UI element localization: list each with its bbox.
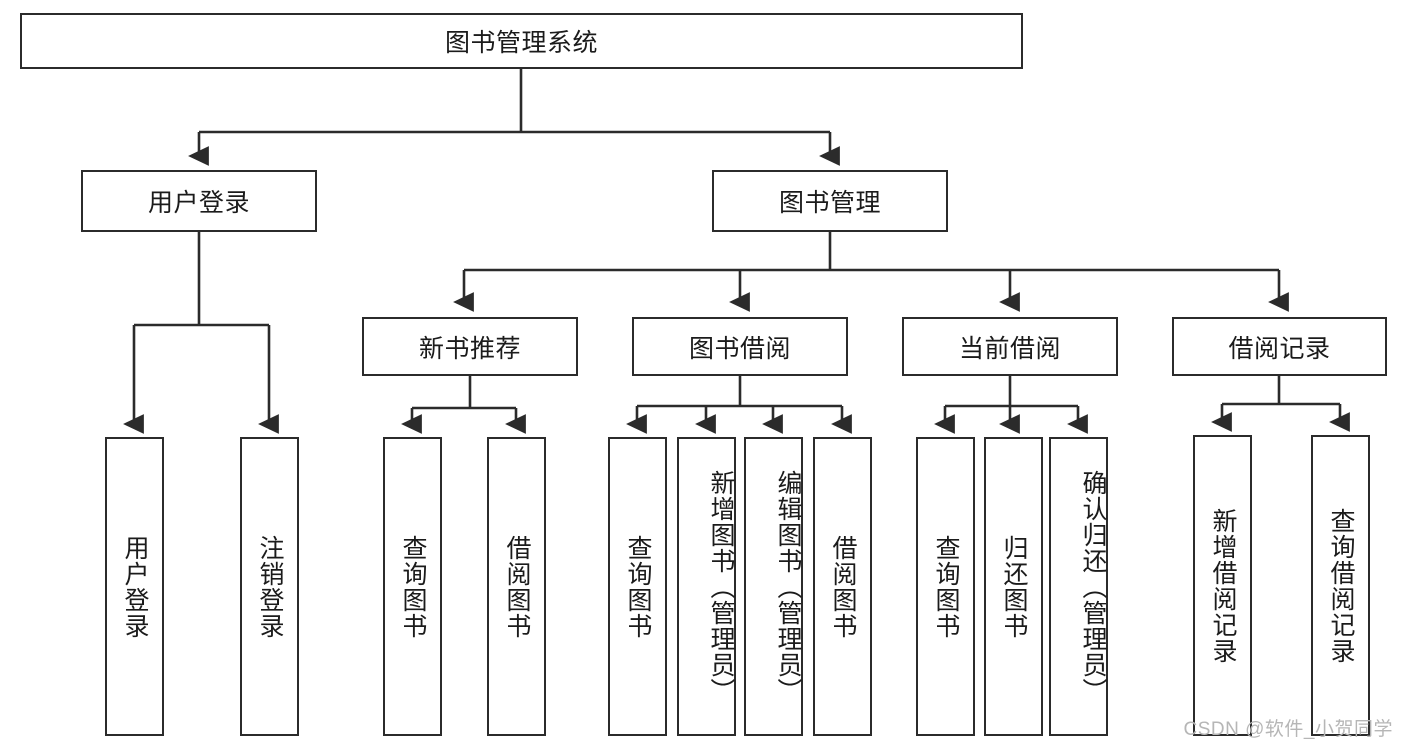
node-borrow-record-label: 借阅记录 [1228,334,1331,363]
node-leaf-borrow-book-2[interactable]: 借阅图书 [813,437,872,736]
node-leaf-query-book-3-label: 查询图书 [932,534,960,639]
node-current-borrow-label: 当前借阅 [958,334,1061,363]
node-leaf-user-login[interactable]: 用户登录 [105,437,164,736]
node-leaf-query-book-1-label: 查询图书 [399,534,427,639]
node-book-management-label: 图书管理 [778,189,881,217]
node-leaf-edit-book-admin-label: 编辑图书（管理员） [774,469,802,704]
node-user-login-label: 用户登录 [147,189,250,217]
node-leaf-query-book-3[interactable]: 查询图书 [916,437,975,736]
node-leaf-confirm-return-admin[interactable]: 确认归还（管理员） [1049,437,1108,736]
node-leaf-query-borrow-record[interactable]: 查询借阅记录 [1311,435,1370,736]
node-leaf-query-book-2[interactable]: 查询图书 [608,437,667,736]
node-leaf-user-login-label: 用户登录 [121,534,149,639]
node-user-login[interactable]: 用户登录 [81,170,317,232]
node-new-book-recommend[interactable]: 新书推荐 [362,317,578,376]
node-leaf-borrow-book-1[interactable]: 借阅图书 [487,437,546,736]
node-borrow-record[interactable]: 借阅记录 [1172,317,1387,376]
node-leaf-edit-book-admin[interactable]: 编辑图书（管理员） [744,437,803,736]
node-leaf-query-book-2-label: 查询图书 [624,534,652,639]
node-book-management[interactable]: 图书管理 [712,170,948,232]
node-leaf-query-borrow-record-label: 查询借阅记录 [1327,507,1355,664]
node-leaf-add-borrow-record-label: 新增借阅记录 [1209,507,1237,664]
node-root-label: 图书管理系统 [444,29,598,57]
node-leaf-return-book[interactable]: 归还图书 [984,437,1043,736]
node-leaf-borrow-book-1-label: 借阅图书 [503,534,531,639]
node-book-borrow[interactable]: 图书借阅 [632,317,848,376]
node-leaf-return-book-label: 归还图书 [1000,534,1028,639]
node-leaf-logout-login-label: 注销登录 [256,534,284,639]
node-book-borrow-label: 图书借阅 [688,334,791,363]
node-leaf-confirm-return-admin-label: 确认归还（管理员） [1079,469,1107,704]
node-current-borrow[interactable]: 当前借阅 [902,317,1118,376]
node-root[interactable]: 图书管理系统 [20,13,1023,69]
node-new-book-recommend-label: 新书推荐 [418,334,521,363]
node-leaf-borrow-book-2-label: 借阅图书 [829,534,857,639]
node-leaf-logout-login[interactable]: 注销登录 [240,437,299,736]
node-leaf-add-book-admin[interactable]: 新增图书（管理员） [677,437,736,736]
node-leaf-add-borrow-record[interactable]: 新增借阅记录 [1193,435,1252,736]
node-leaf-query-book-1[interactable]: 查询图书 [383,437,442,736]
node-leaf-add-book-admin-label: 新增图书（管理员） [707,469,735,704]
